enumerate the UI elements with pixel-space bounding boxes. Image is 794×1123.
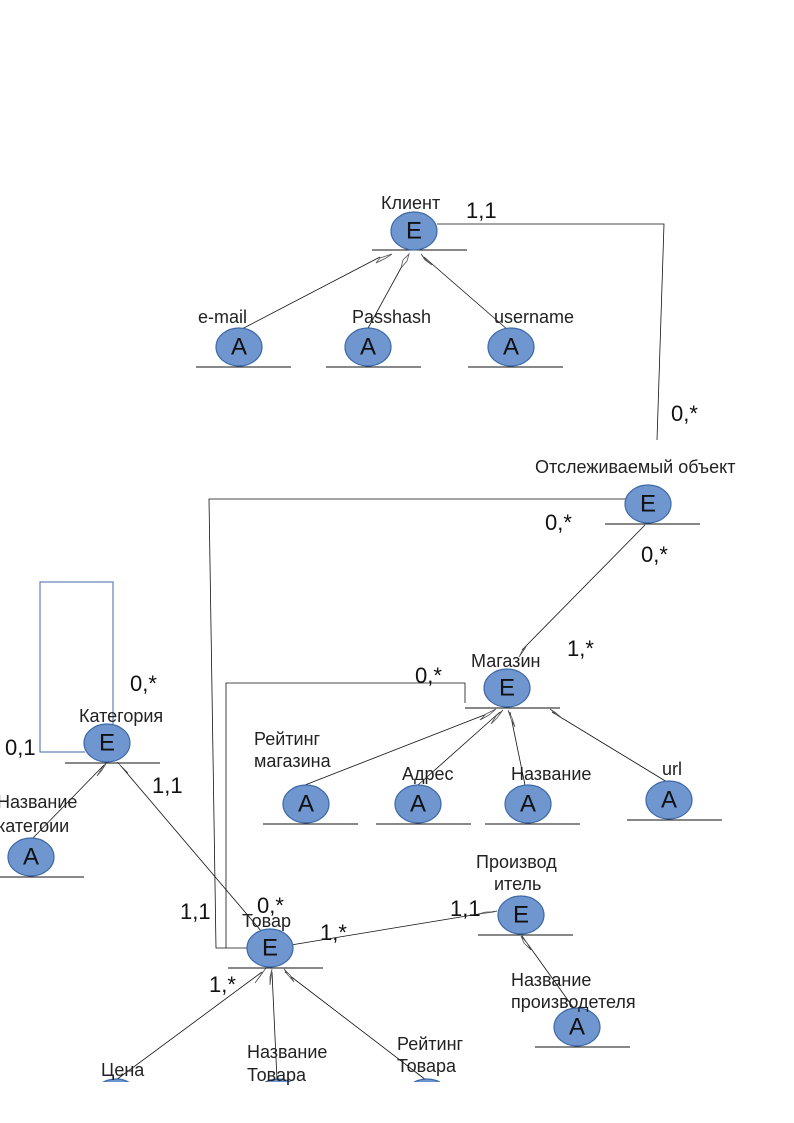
link-magazin-tovar <box>225 682 466 948</box>
link-category-tovar <box>119 764 263 933</box>
attribute-address[interactable]: A <box>394 784 442 824</box>
attribute-type-letter: A <box>520 791 536 818</box>
attribute-username[interactable]: A <box>487 327 535 367</box>
entity-tracked-object[interactable]: E <box>624 484 672 524</box>
cardinality-category-self-1: 0,* <box>130 671 157 696</box>
cardinality-manufacturer-tovar: 1,1 <box>450 896 481 921</box>
passhash-label: Passhash <box>352 307 431 327</box>
attribute-manufacturer-name[interactable]: A <box>553 1007 601 1047</box>
product-name-label-1: Название <box>247 1042 327 1062</box>
cardinality-tovar-manufacturer: 1,* <box>320 920 347 945</box>
cardinality-klient-tracked-1: 1,1 <box>466 198 497 223</box>
attribute-passhash[interactable]: A <box>344 327 392 367</box>
cardinality-magazin-tracked: 1,* <box>567 636 594 661</box>
attribute-category-name[interactable]: A <box>7 837 55 877</box>
url-label: url <box>662 759 682 779</box>
link-tracked-tovar <box>208 498 626 949</box>
rating-shop-label-1: Рейтинг <box>254 729 321 749</box>
address-label: Адрес <box>402 764 454 784</box>
cardinality-tovar-from-category: 1,1 <box>180 899 211 924</box>
attribute-rating-shop[interactable]: A <box>282 784 330 824</box>
shop-name-label: Название <box>511 764 591 784</box>
link-magazin-name <box>509 711 526 786</box>
entity-category[interactable]: E <box>83 723 131 763</box>
klient-label: Клиент <box>381 193 440 213</box>
email-label: e-mail <box>198 307 247 327</box>
attribute-shop-name[interactable]: A <box>504 784 552 824</box>
attribute-type-letter: A <box>661 787 677 814</box>
link-magazin-address <box>417 711 501 786</box>
manufacturer-label-2: итель <box>494 874 541 894</box>
cardinality-magazin-tovar: 0,* <box>415 663 442 688</box>
link-klient-username <box>423 256 509 331</box>
cardinality-klient-tracked-2: 0,* <box>671 401 698 426</box>
price-label: Цена <box>101 1060 145 1080</box>
link-klient-passhash <box>366 256 408 331</box>
cardinality-tovar-top: 0,* <box>257 893 284 918</box>
cardinality-tracked-magazin: 0,* <box>641 542 668 567</box>
manufacturer-label-1: Производ <box>476 852 557 872</box>
entity-type-letter: E <box>262 935 278 962</box>
cardinality-category-self-2: 0,1 <box>5 735 36 760</box>
entity-type-letter: E <box>499 675 515 702</box>
link-klient-email <box>239 256 381 331</box>
cardinality-tracked-tovar: 0,* <box>545 510 572 535</box>
attribute-url[interactable]: A <box>645 780 693 820</box>
category-label: Категория <box>79 706 163 726</box>
link-tracked-magazin <box>521 524 646 651</box>
link-magazin-url <box>551 711 668 783</box>
link-tovar-productname <box>271 971 278 1081</box>
magazin-label: Магазин <box>471 651 540 671</box>
entity-magazin[interactable]: E <box>483 668 531 708</box>
attribute-type-letter: A <box>503 334 519 361</box>
category-name-label-2: категоии <box>0 816 69 836</box>
manufacturer-name-label-2: производетеля <box>511 992 636 1012</box>
link-tovar-manufacturer <box>290 910 498 946</box>
link-klient-tracked <box>437 223 665 441</box>
page-bottom-mask <box>0 1082 794 1123</box>
attribute-type-letter: A <box>410 791 426 818</box>
attribute-type-letter: A <box>360 334 376 361</box>
category-self-loop <box>39 581 114 753</box>
link-category-name <box>30 764 105 841</box>
entity-type-letter: E <box>513 902 529 929</box>
category-name-label-1: Название <box>0 792 77 812</box>
cardinality-category-tovar: 1,1 <box>152 773 183 798</box>
product-name-label-2: Товара <box>247 1065 307 1085</box>
entity-type-letter: E <box>406 218 422 245</box>
attribute-type-letter: A <box>23 844 39 871</box>
attribute-type-letter: A <box>569 1014 585 1041</box>
diamond-markers <box>96 252 564 986</box>
attribute-type-letter: A <box>298 791 314 818</box>
link-tovar-rating <box>284 971 427 1081</box>
entity-manufacturer[interactable]: E <box>497 895 545 935</box>
tracked-object-label: Отслеживаемый объект <box>535 457 736 477</box>
rating-shop-label-2: магазина <box>254 751 332 771</box>
username-label: username <box>494 307 574 327</box>
product-rating-label-1: Рейтинг <box>397 1034 464 1054</box>
product-rating-label-2: Товара <box>397 1056 457 1076</box>
attribute-email[interactable]: A <box>215 327 263 367</box>
entity-type-letter: E <box>99 730 115 757</box>
link-tovar-price <box>115 971 263 1081</box>
entity-klient[interactable]: E <box>390 211 438 251</box>
tovar-label: Товар <box>242 911 291 931</box>
attribute-type-letter: A <box>231 334 247 361</box>
entity-type-letter: E <box>640 491 656 518</box>
link-magazin-rating <box>304 711 493 786</box>
cardinality-tovar-bottom: 1,* <box>209 972 236 997</box>
manufacturer-name-label-1: Название <box>511 970 591 990</box>
entity-tovar[interactable]: E <box>246 928 294 968</box>
link-manufacturer-name <box>521 935 576 1011</box>
